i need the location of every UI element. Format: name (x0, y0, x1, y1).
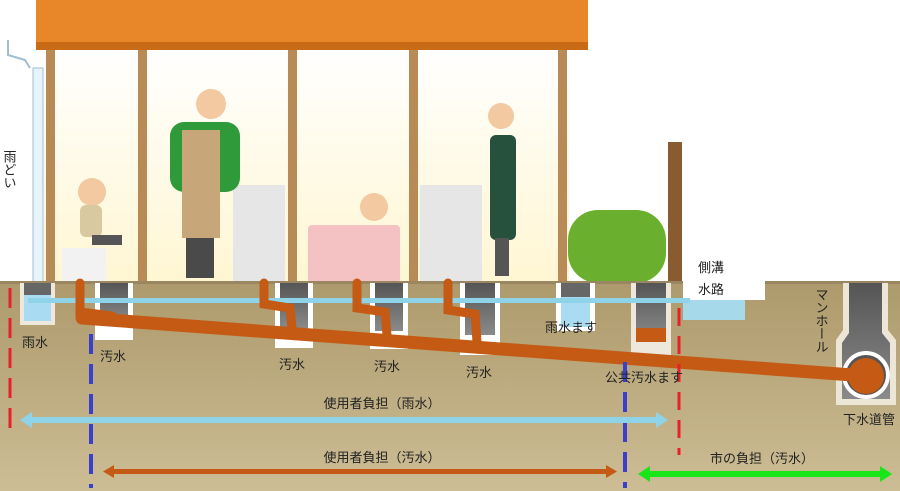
label-city-burden-sewage: 市の負担（汚水） (710, 451, 814, 467)
city-burden-sewage-arrow (638, 466, 892, 482)
label-side-ditch: 側溝 (698, 261, 724, 276)
label-user-burden-rain: 使用者負担（雨水） (323, 396, 440, 412)
label-sewage: 汚水 (374, 360, 400, 375)
label-sewage: 汚水 (466, 366, 492, 381)
toilet (62, 248, 106, 283)
rain-box (556, 283, 595, 331)
public-sewage-box (631, 283, 671, 361)
man (196, 89, 226, 119)
label-downspout: 雨どい (1, 150, 17, 189)
bathtub (308, 225, 400, 283)
label-user-burden-sewage: 使用者負担（汚水） (323, 450, 440, 466)
sewer-pipe-cross-section (848, 358, 884, 394)
bathing-person (360, 193, 388, 221)
user-burden-sewage-arrow (103, 465, 617, 478)
user-burden-rain-arrow (20, 412, 668, 428)
bushes (568, 210, 666, 283)
label-waterway: 水路 (698, 282, 724, 298)
label-rain-box: 雨水ます (545, 321, 597, 336)
house (36, 0, 588, 283)
kitchen-sink (420, 185, 482, 283)
label-sewage: 汚水 (279, 358, 305, 373)
side-ditch (683, 250, 765, 320)
label-sewage: 汚水 (100, 350, 126, 365)
woman (488, 103, 514, 129)
child (78, 178, 106, 206)
house-posts (46, 50, 567, 283)
roof (36, 0, 588, 50)
label-rainwater: 雨水 (22, 336, 48, 351)
sewage-pipes (75, 278, 873, 383)
washing-machine (233, 185, 285, 283)
label-sewer-pipe: 下水道管 (843, 413, 895, 428)
fence-post (668, 142, 682, 283)
label-manhole: マンホール (813, 288, 828, 353)
label-public-sewage-box: 公共汚水ます (605, 371, 683, 386)
